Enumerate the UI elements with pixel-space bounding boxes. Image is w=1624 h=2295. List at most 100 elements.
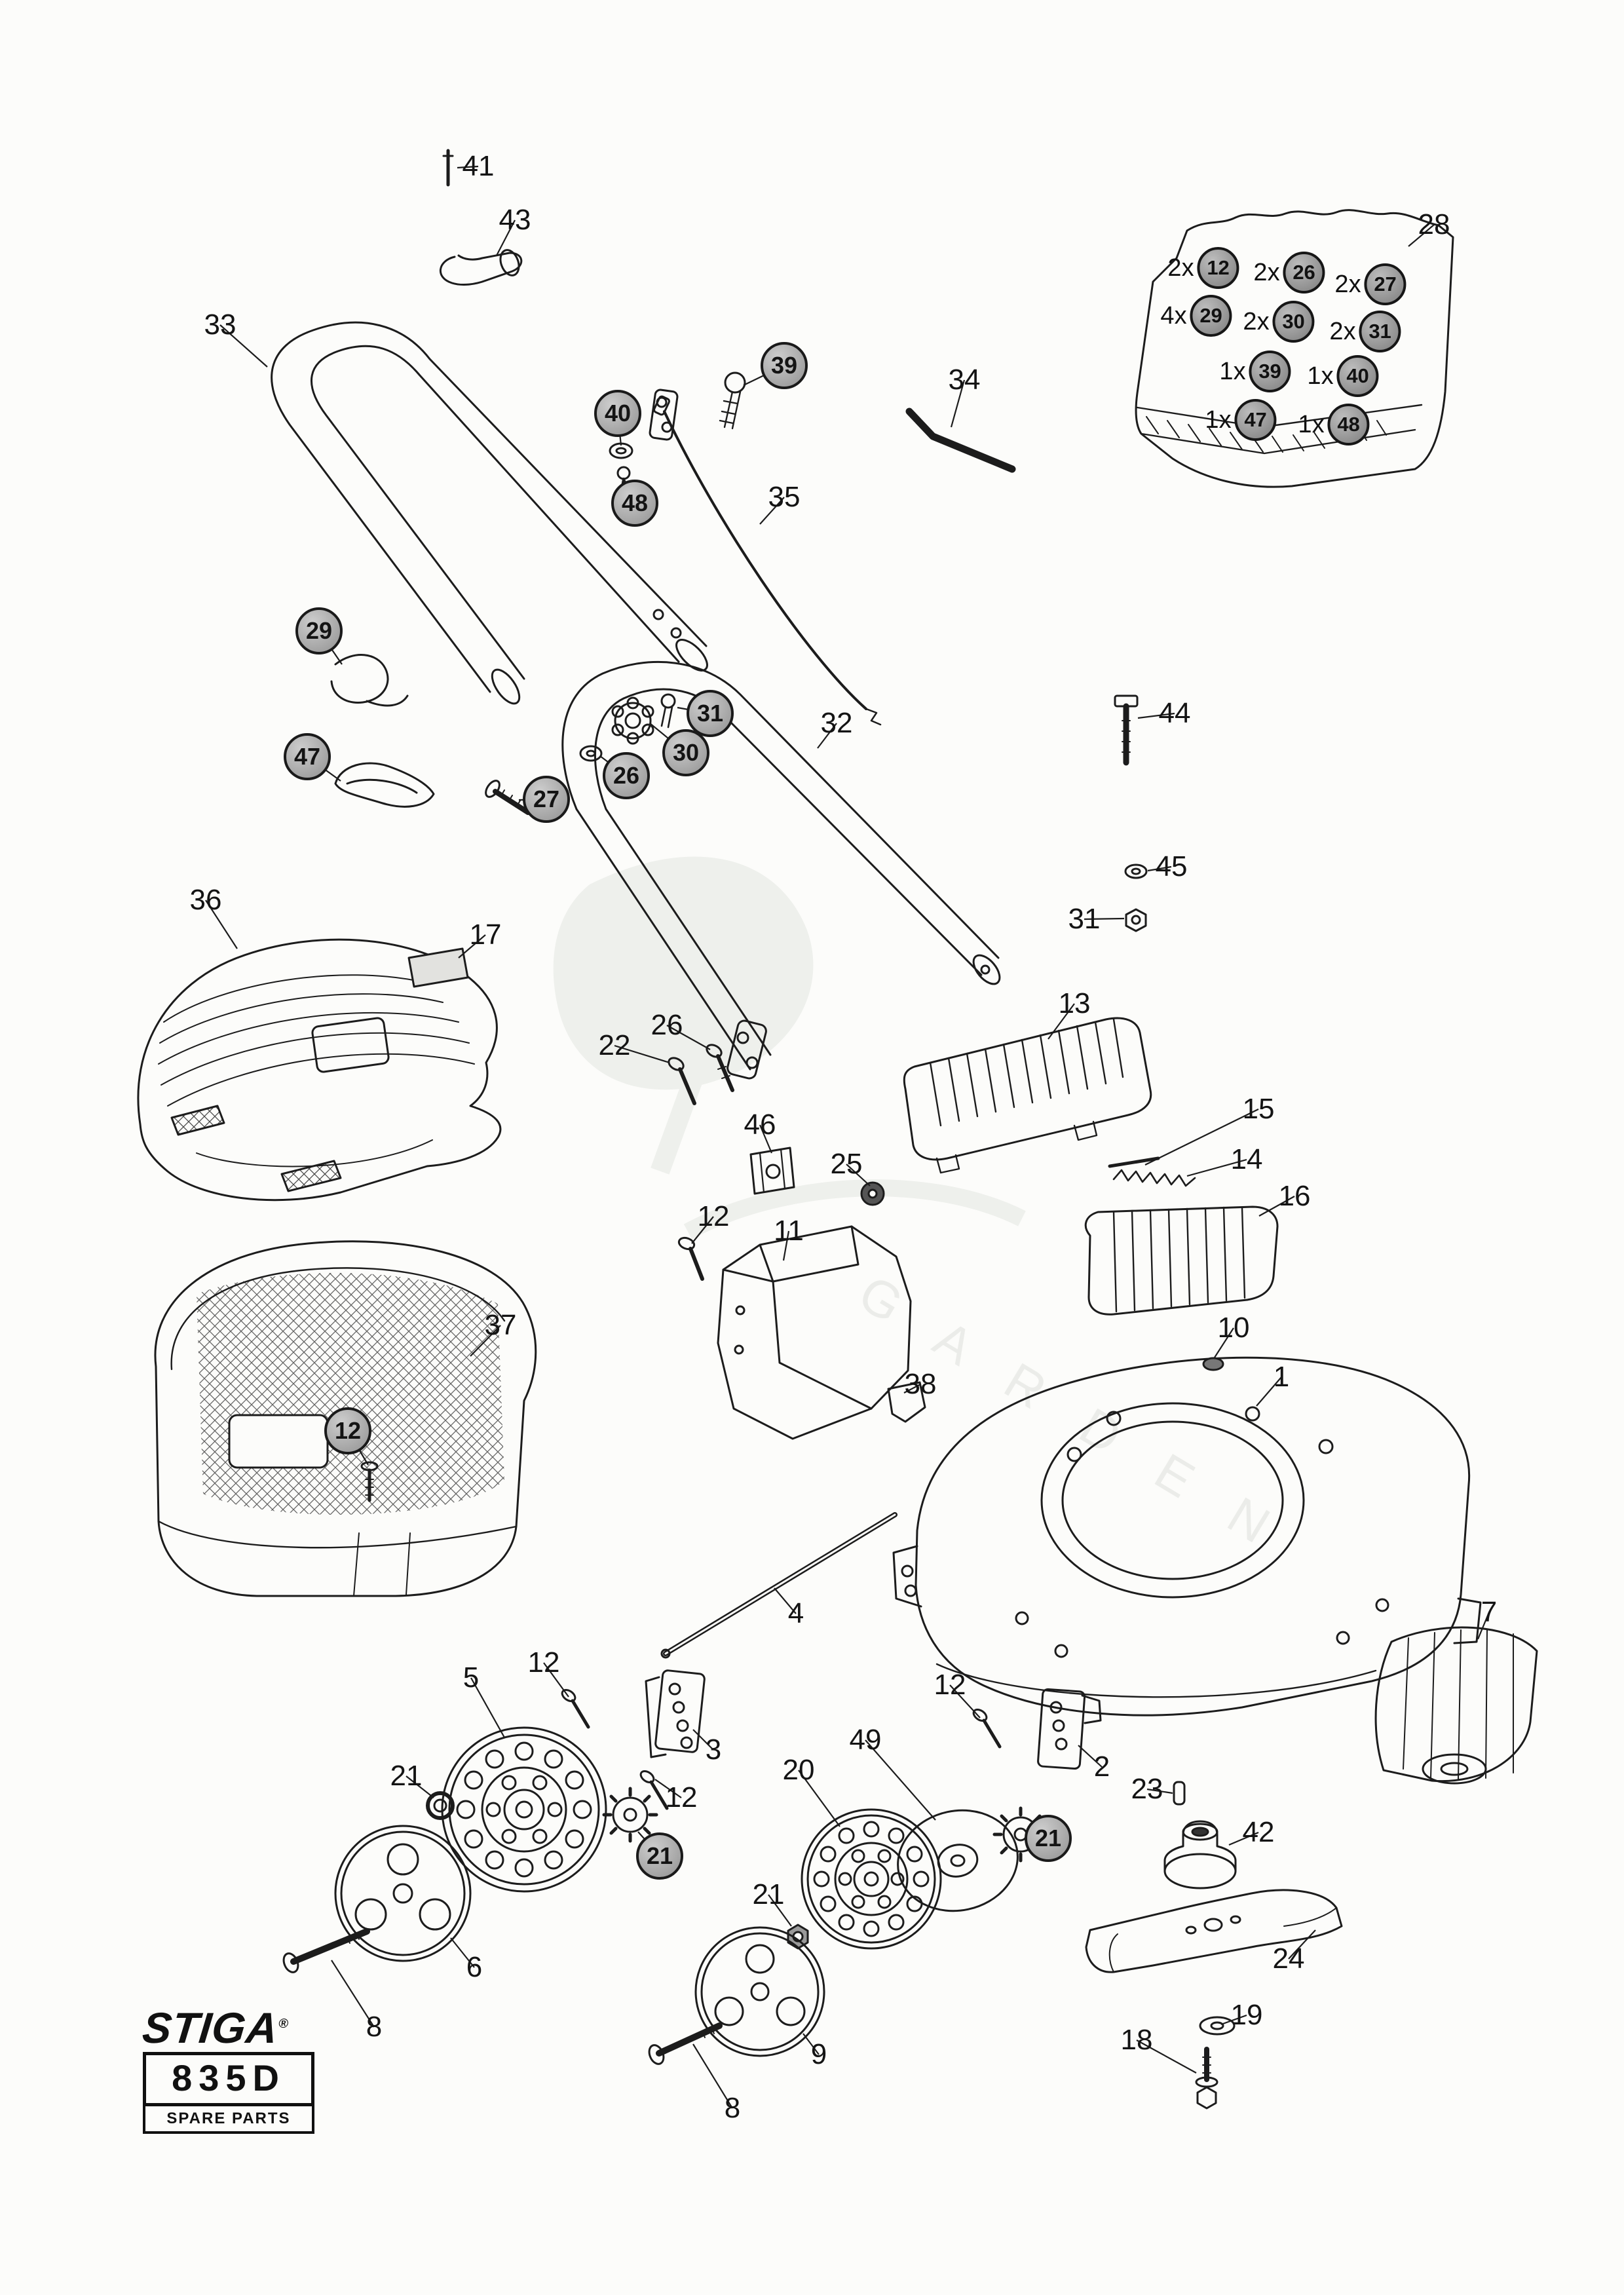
- callout-12-41: 12: [665, 1781, 698, 1813]
- leader-line-12-39: [543, 1662, 569, 1698]
- callout-12-29: 12: [697, 1200, 730, 1232]
- leader-line-34-6: [950, 379, 966, 428]
- part-pin-15: [1108, 1156, 1160, 1168]
- callout-26-13: 26: [603, 752, 650, 799]
- part-screw-12c: [561, 1688, 590, 1729]
- leader-line-10-32: [1214, 1327, 1234, 1358]
- leader-line-37-31: [470, 1325, 501, 1357]
- part-chute-11: [717, 1225, 912, 1440]
- callout-49-45: 49: [849, 1724, 882, 1756]
- callout-35-7: 35: [768, 481, 801, 513]
- bag-item-num-27: 27: [1364, 263, 1407, 305]
- callout-17-20: 17: [469, 919, 502, 951]
- leader-line-42-51: [1228, 1831, 1259, 1846]
- part-bolt-8-right: [648, 2022, 723, 2065]
- part-cap-10: [1202, 1357, 1224, 1371]
- callout-3-40: 3: [705, 1734, 722, 1766]
- part-screw-39: [719, 371, 746, 430]
- callout-4-36: 4: [787, 1597, 804, 1629]
- part-bolt-18: [1195, 2047, 1218, 2110]
- callout-2-43: 2: [1093, 1751, 1110, 1783]
- part-grip-43: [439, 249, 523, 286]
- part-deck-1: [892, 1356, 1482, 1717]
- callout-41-0: 41: [462, 150, 495, 182]
- part-washer-26: [579, 745, 603, 762]
- leader-line-22-22: [614, 1044, 670, 1064]
- part-clip-47: [334, 762, 435, 808]
- callout-46-24: 46: [744, 1109, 776, 1141]
- bag-item-num-48: 48: [1327, 404, 1370, 446]
- callout-21-50: 21: [752, 1878, 785, 1910]
- leader-line-26-23: [666, 1025, 711, 1050]
- part-washer-25: [860, 1181, 885, 1206]
- part-rod-4: [660, 1512, 897, 1659]
- part-screw-26b: [706, 1044, 734, 1092]
- leader-line-43-1: [496, 219, 516, 256]
- callout-39-3: 39: [761, 342, 808, 389]
- part-flap-16: [1084, 1205, 1279, 1316]
- callout-43-1: 43: [499, 204, 531, 236]
- stiga-logo: STIGA®: [140, 2003, 317, 2052]
- part-pin-23: [1173, 1781, 1186, 1806]
- bag-item-qty-40: 1x: [1307, 362, 1334, 390]
- leader-line-18-58: [1136, 2039, 1197, 2074]
- bag-item-qty-47: 1x: [1205, 406, 1232, 434]
- part-bracket-2: [1037, 1688, 1102, 1770]
- leader-line-8-55: [692, 2043, 733, 2109]
- callout-28-8: 28: [1418, 208, 1450, 240]
- leader-line-14-27: [1186, 1158, 1247, 1177]
- callout-30-12: 30: [662, 729, 709, 776]
- leader-line-11-30: [782, 1230, 790, 1261]
- bag-item-qty-48: 1x: [1298, 410, 1325, 438]
- callout-6-52: 6: [466, 1951, 483, 1983]
- leader-line-21-47: [406, 1775, 434, 1798]
- part-label-17: [407, 947, 469, 988]
- callout-31-11: 31: [687, 690, 734, 737]
- leader-line-24-56: [1288, 1929, 1316, 1960]
- part-nut-31: [1125, 908, 1147, 932]
- callout-23-44: 23: [1131, 1773, 1163, 1805]
- part-screw-12b: [360, 1461, 379, 1502]
- callout-11-30: 11: [774, 1215, 804, 1247]
- spare-parts-caption: SPARE PARTS: [143, 2106, 314, 2134]
- callout-40-4: 40: [594, 390, 641, 437]
- callout-8-53: 8: [366, 2011, 383, 2043]
- stiga-logo-block: STIGA® 835D SPARE PARTS: [140, 2003, 317, 2134]
- leader-line-36-19: [205, 900, 238, 949]
- leader-line-17-20: [458, 934, 486, 958]
- callout-12-42: 12: [934, 1669, 966, 1701]
- leader-line-20-46: [798, 1770, 840, 1827]
- bag-item-num-31: 31: [1359, 311, 1401, 352]
- part-screw-12d: [639, 1770, 669, 1810]
- bag-item-qty-29: 4x: [1160, 301, 1187, 330]
- part-adapter-42: [1163, 1820, 1237, 1889]
- callout-18-58: 18: [1120, 2024, 1153, 2056]
- part-spring-14: [1112, 1169, 1196, 1187]
- callout-5-38: 5: [463, 1661, 480, 1694]
- registered-mark: ®: [278, 2017, 290, 2031]
- bag-item-num-39: 39: [1249, 351, 1291, 392]
- leader-line-35-7: [759, 497, 785, 525]
- callout-34-6: 34: [948, 364, 981, 396]
- leader-line-45-17: [1147, 865, 1172, 872]
- leader-line-5-38: [470, 1677, 505, 1738]
- part-cover-13: [903, 1017, 1152, 1174]
- leader-line-8-53: [331, 1960, 375, 2028]
- callout-27-14: 27: [523, 776, 570, 823]
- callout-24-56: 24: [1272, 1943, 1305, 1975]
- bag-item-qty-39: 1x: [1219, 357, 1246, 385]
- callout-8-55: 8: [724, 2092, 741, 2124]
- part-bolt-44: [1114, 694, 1139, 766]
- part-pin-41: [442, 149, 454, 187]
- bag-item-num-29: 29: [1190, 295, 1232, 337]
- leader-line-32-15: [817, 723, 837, 749]
- bag-item-num-40: 40: [1336, 355, 1379, 397]
